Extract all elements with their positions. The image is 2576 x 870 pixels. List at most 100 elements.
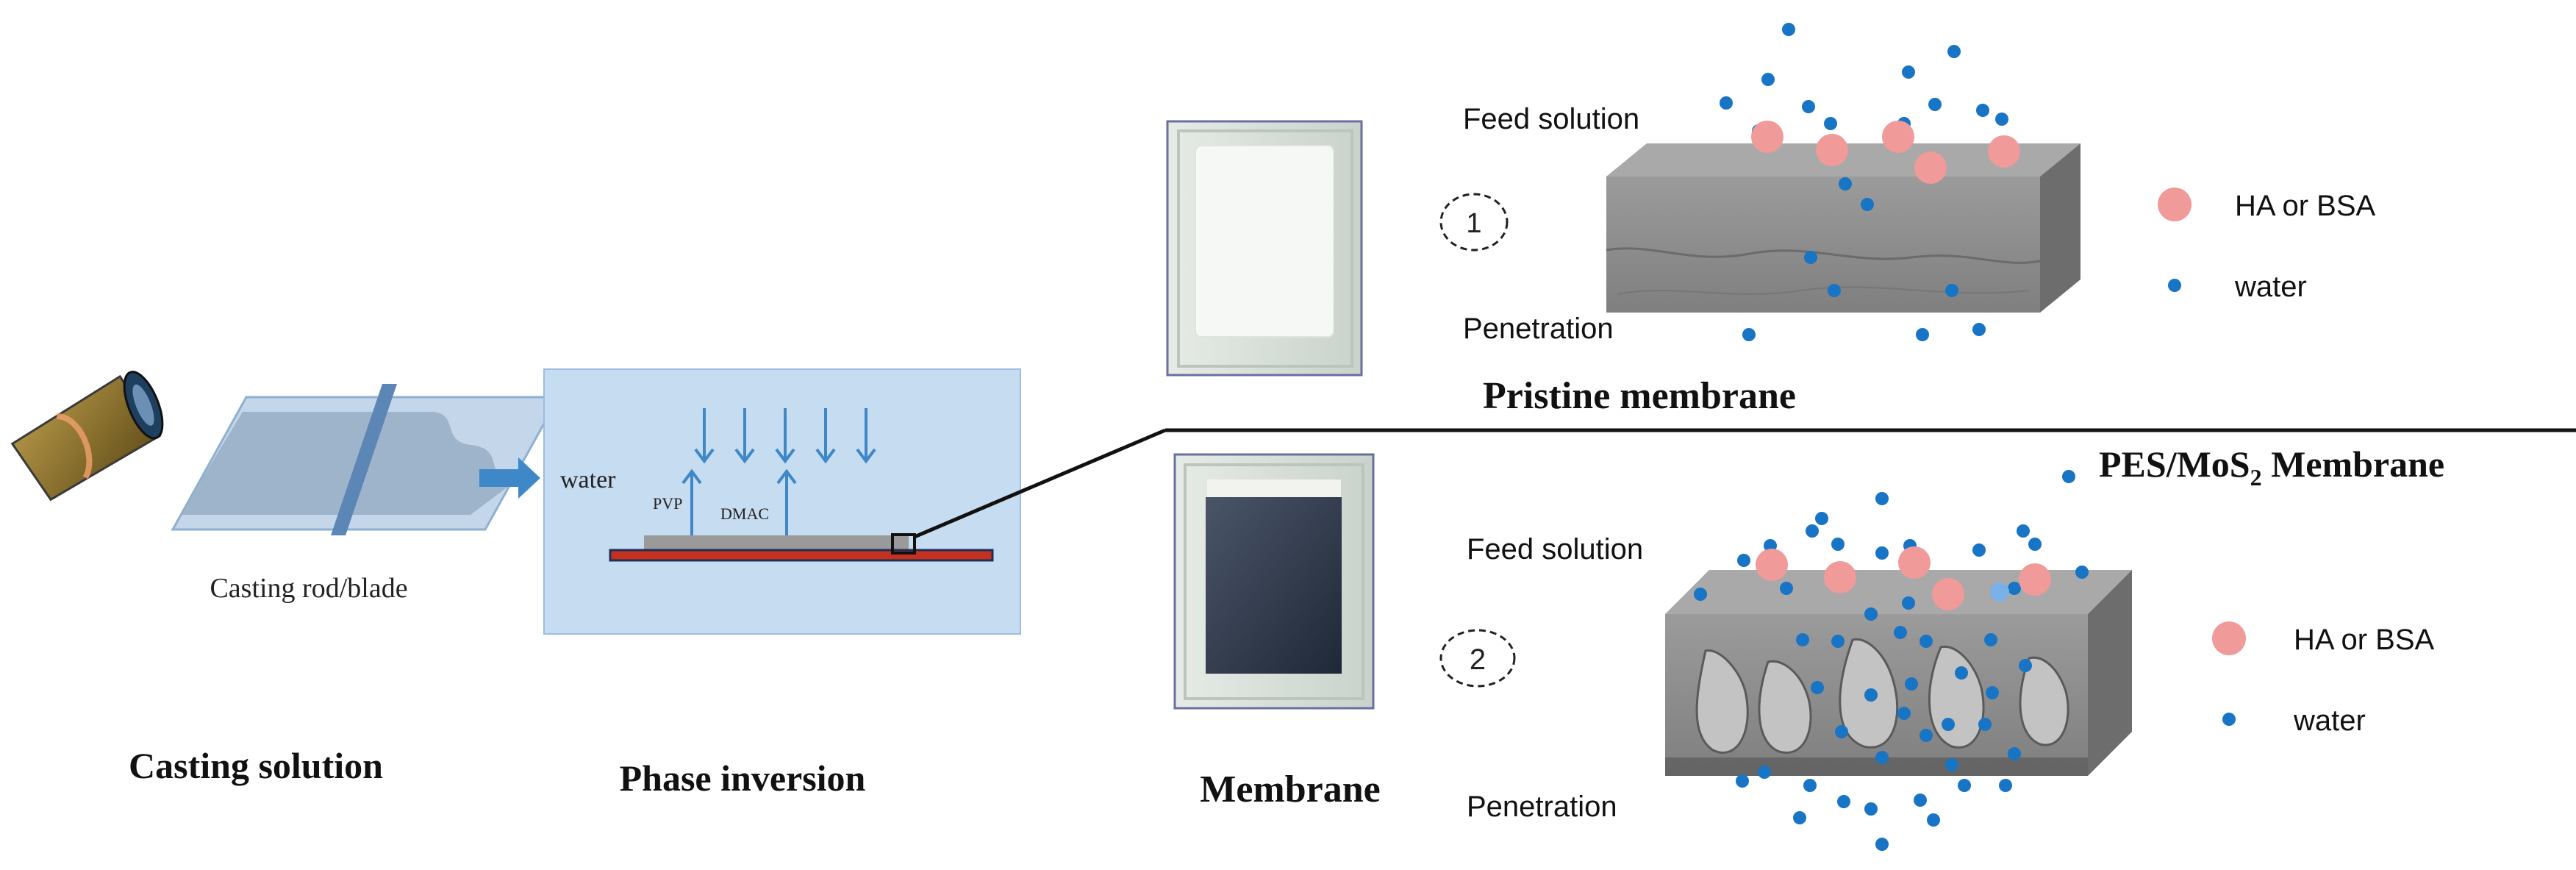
water-dot — [1945, 758, 1958, 771]
water-dot — [1914, 794, 1927, 807]
water-dot — [1737, 554, 1750, 567]
pristine-penetration-label: Penetration — [1463, 313, 1614, 345]
water-dot — [1864, 688, 1878, 702]
composite-number: 2 — [1470, 643, 1486, 676]
pristine-feed-label: Feed solution — [1463, 103, 1639, 135]
pristine-legend-water-icon — [2168, 279, 2181, 292]
composite-particles — [1694, 470, 2089, 851]
water-dot — [1905, 677, 1918, 691]
water-dot — [1945, 284, 1958, 297]
cast-film — [180, 412, 515, 515]
pristine-legend-water: water — [2234, 271, 2307, 303]
water-dot — [1995, 113, 2008, 126]
water-dot — [1875, 546, 1889, 560]
water-dot — [1986, 686, 1999, 699]
membrane-layer — [644, 535, 909, 550]
water-dot — [1897, 707, 1911, 720]
water-dot — [1875, 838, 1889, 851]
foulant-particle — [1988, 135, 2020, 168]
water-dot — [1761, 73, 1775, 86]
water-dot — [1824, 117, 1837, 130]
water-dot — [1803, 779, 1817, 792]
water-dot — [1806, 524, 1819, 538]
water-dot — [1793, 811, 1806, 824]
water-dot — [1955, 666, 1968, 680]
composite-legend-water: water — [2293, 705, 2366, 737]
casting-section: Casting rod/blade Casting solution — [10, 371, 561, 786]
pristine-particles — [1720, 23, 2020, 341]
coagulation-bath — [543, 368, 1021, 635]
water-dot — [1875, 492, 1889, 505]
water-dot — [1947, 45, 1961, 58]
pristine-legend-foulant-icon — [2158, 188, 2192, 221]
water-label: water — [560, 466, 616, 493]
foulant-particle — [1756, 549, 1788, 581]
pristine-heading: Pristine membrane — [1483, 375, 1796, 417]
casting-rod-label: Casting rod/blade — [210, 573, 407, 604]
outflow-arrows — [681, 468, 797, 535]
water-dot — [1736, 774, 1749, 788]
composite-penetration-label: Penetration — [1467, 791, 1617, 823]
water-dot — [1999, 779, 2012, 792]
water-dot — [1802, 100, 1815, 113]
casting-heading: Casting solution — [129, 745, 383, 786]
pristine-block-side — [2040, 143, 2081, 313]
water-dot — [1978, 718, 1992, 731]
foulant-particle — [1914, 151, 1947, 184]
water-dot — [1720, 96, 1733, 110]
casting-rod — [331, 384, 397, 535]
water-dot — [1782, 23, 1795, 36]
water-dot — [1780, 582, 1793, 595]
water-dot — [1694, 588, 1707, 601]
water-dot — [1916, 328, 1929, 341]
dmac-label: DMAC — [720, 504, 769, 523]
pristine-block-front — [1606, 177, 2040, 313]
water-dot — [2062, 470, 2075, 483]
composite-feed-label: Feed solution — [1467, 533, 1643, 566]
pristine-membrane-sample — [1195, 145, 1334, 338]
composite-membrane-sample — [1206, 497, 1342, 674]
water-dot — [1864, 607, 1878, 621]
membrane-photos: Membrane — [1166, 120, 1381, 810]
water-dot — [2028, 538, 2042, 551]
zoom-box — [891, 533, 916, 555]
water-dot — [2008, 582, 2021, 595]
foulant-particle — [1824, 561, 1856, 593]
water-dot — [1902, 596, 1915, 610]
water-dot — [1839, 177, 1852, 190]
foulant-particle — [1932, 578, 1964, 610]
foulant-particle — [1751, 121, 1783, 153]
water-dot — [1837, 795, 1850, 808]
water-dot — [1927, 813, 1940, 827]
process-arrow-icon — [479, 457, 540, 499]
pristine-legend-foulant: HA or BSA — [2235, 190, 2376, 222]
composite-panel: PES/MoS2 Membrane 2 Feed solution Penetr… — [1439, 443, 2444, 851]
water-dot — [1958, 779, 1971, 792]
phase-inversion-section: water PVP DMAC Phase inversion — [543, 368, 1021, 799]
foulant-particle — [1898, 546, 1931, 579]
pristine-number-circle — [1439, 193, 1509, 252]
water-dot — [1920, 729, 1933, 742]
water-dot — [1758, 766, 1771, 779]
water-dot — [2075, 566, 2089, 579]
composite-block-top — [1665, 570, 2132, 614]
water-dot — [2008, 747, 2021, 760]
water-dot — [2019, 659, 2032, 672]
composite-block-side — [2088, 570, 2132, 776]
water-dot — [1864, 802, 1878, 816]
water-dot — [1828, 284, 1841, 297]
water-dot — [2017, 524, 2030, 538]
water-arrows — [694, 408, 876, 464]
water-dot — [1815, 512, 1828, 525]
water-dot — [1976, 104, 1989, 117]
water-dot — [1902, 65, 1915, 79]
water-dot — [1875, 751, 1889, 764]
water-dot — [1742, 328, 1756, 341]
water-dot — [1894, 626, 1907, 639]
composite-legend-water-icon — [2222, 713, 2236, 726]
foulant-particle — [2019, 563, 2051, 596]
water-dot — [1972, 543, 1986, 557]
phase-heading: Phase inversion — [620, 757, 866, 799]
foulant-particle — [1882, 121, 1914, 153]
